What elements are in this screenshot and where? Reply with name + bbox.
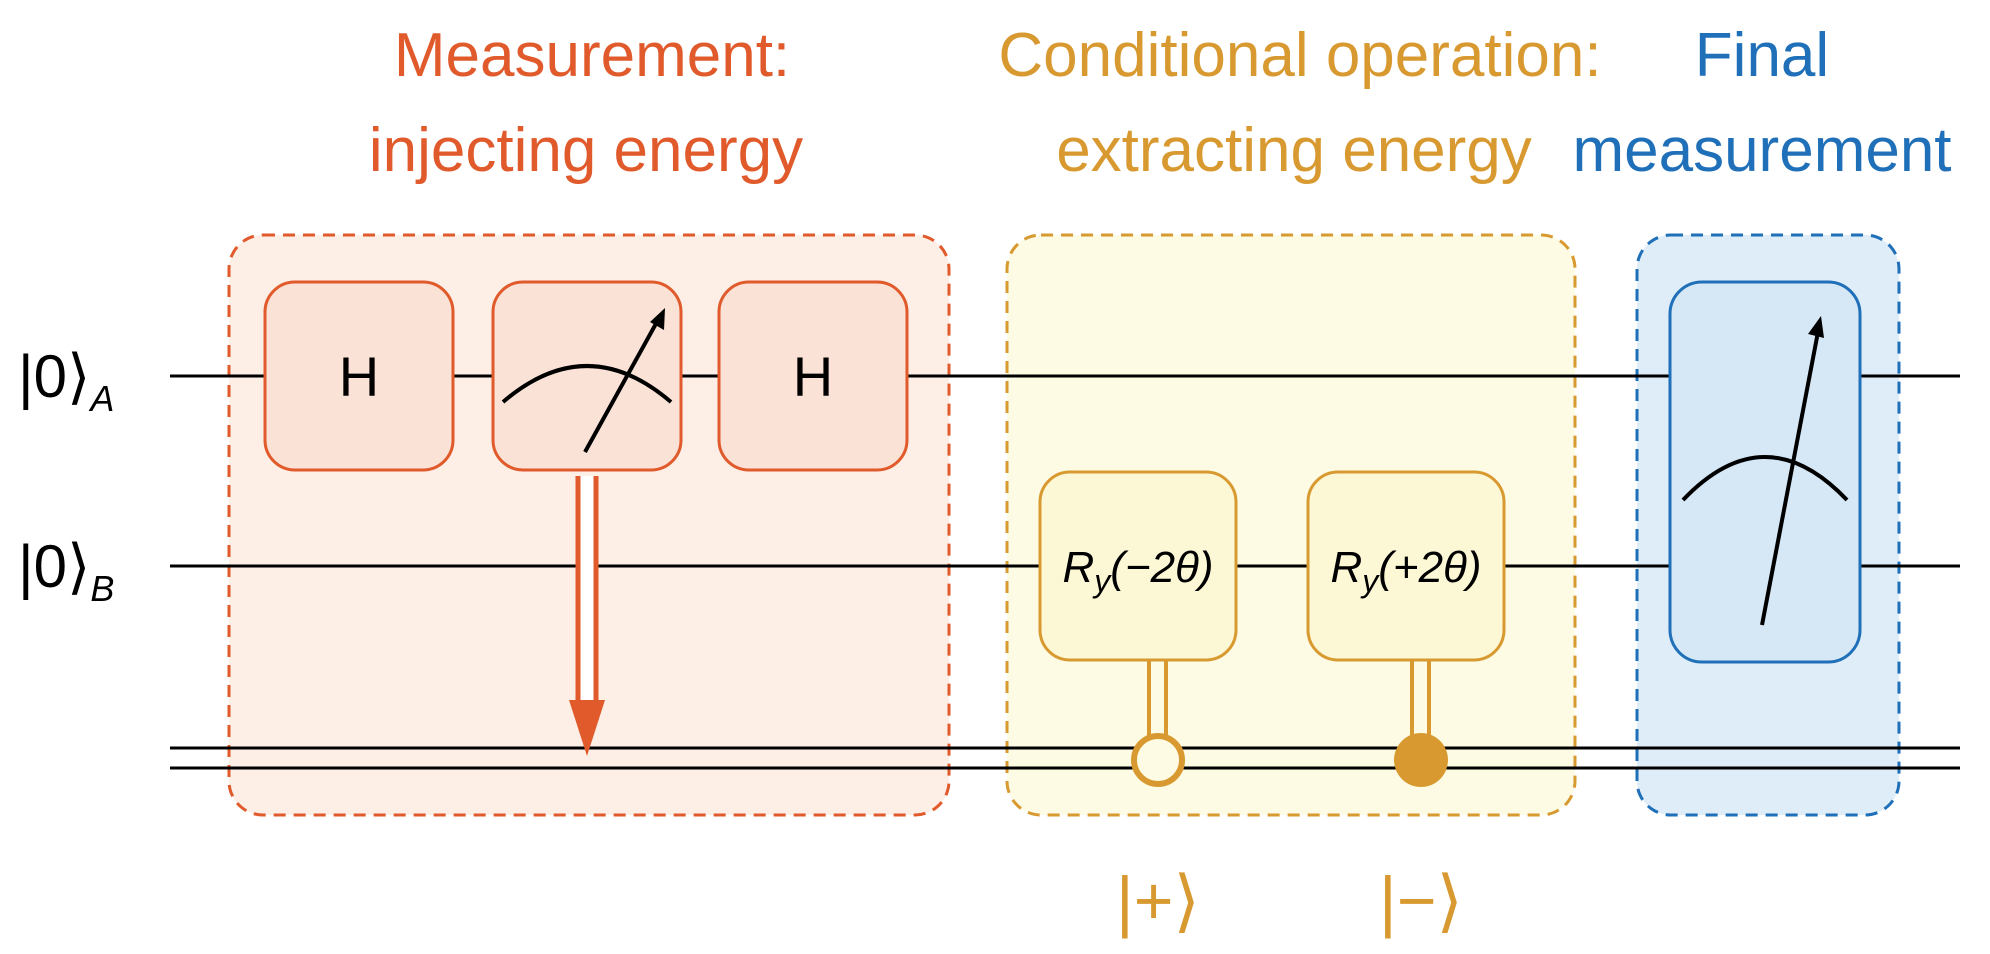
final-subtitle: measurement [1572, 116, 1951, 185]
qubit-a-sub: A [88, 378, 114, 419]
qubit-b-ket: |0⟩ [18, 533, 90, 600]
ry-minus-gate[interactable]: Ry(−2θ) [1038, 470, 1238, 662]
ry-plus-gate-box [1306, 470, 1506, 662]
ry-minus-gate-label: Ry(−2θ) [1062, 543, 1213, 599]
open-control-dot-icon [1131, 733, 1185, 787]
h-gate-2[interactable]: H [717, 280, 909, 472]
qubit-a-label: |0⟩A [18, 343, 114, 419]
h-gate-2-label: H [793, 345, 833, 408]
ry-plus-gate-label: Ry(+2θ) [1330, 543, 1481, 599]
h-gate-1[interactable]: H [263, 280, 455, 472]
measurement-gate-a-box [491, 280, 683, 472]
measurement-gate-a[interactable] [491, 280, 683, 472]
h-gate-2-box [717, 280, 909, 472]
qubit-a-ket: |0⟩ [18, 343, 90, 410]
final-measurement-gate-box [1668, 280, 1862, 664]
conditional-title: Conditional operation: [998, 21, 1601, 90]
filled-control-label: |−⟩ [1379, 863, 1463, 939]
ry-plus-arg: (+2θ) [1378, 543, 1481, 592]
h-gate-1-box [263, 280, 455, 472]
ry-plus-main: R [1330, 543, 1362, 592]
ry-plus-sub: y [1360, 563, 1380, 599]
qubit-b-sub: B [90, 568, 114, 609]
h-gate-1-label: H [339, 345, 379, 408]
final-measurement-gate[interactable] [1668, 280, 1862, 664]
qubit-b-label: |0⟩B [18, 533, 114, 609]
ry-minus-gate-box [1038, 470, 1238, 662]
measurement-meter-icon [1681, 316, 1849, 626]
conditional-subtitle: extracting energy [1056, 116, 1532, 185]
measurement-meter-icon [501, 308, 673, 453]
ry-minus-sub: y [1092, 563, 1112, 599]
measurement-subtitle: injecting energy [369, 116, 803, 185]
filled-control-link [1410, 660, 1431, 740]
ry-minus-main: R [1062, 543, 1094, 592]
filled-control-dot-icon [1394, 733, 1448, 787]
section-headers: Measurement: injecting energy Conditiona… [369, 21, 1952, 185]
classical-feed-arrowhead [569, 700, 605, 756]
classical-feed-gap [578, 476, 596, 712]
open-control-link [1147, 660, 1168, 740]
ry-minus-arg: (−2θ) [1110, 543, 1213, 592]
final-title: Final [1695, 21, 1829, 90]
open-control-label: |+⟩ [1116, 863, 1200, 939]
classical-feed-arrow [569, 476, 605, 756]
ry-plus-gate[interactable]: Ry(+2θ) [1306, 470, 1506, 662]
measurement-title: Measurement: [394, 21, 790, 90]
